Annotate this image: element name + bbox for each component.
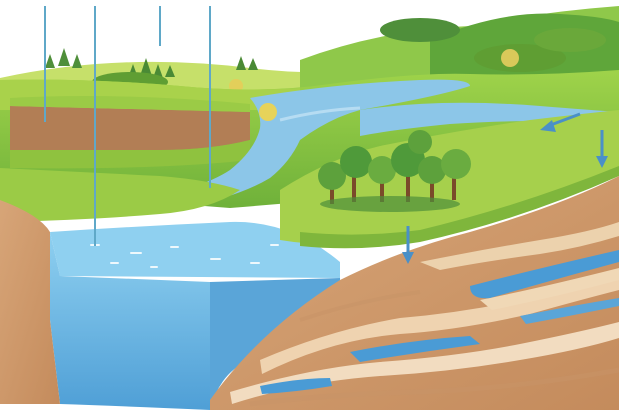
arrow-flow-left [540,112,581,132]
left-bank [0,168,240,404]
tree-group [259,103,471,212]
soil-strata [210,176,619,410]
precipitation-lines [44,6,211,246]
arrow-down-right [596,130,608,168]
sand-layers [230,222,619,404]
flow-arrows [402,112,608,264]
aquifer-layers [260,250,619,394]
arrow-down-mid [402,226,414,264]
distant-trees [45,18,606,93]
river [120,79,619,206]
left-field-block [10,96,250,169]
